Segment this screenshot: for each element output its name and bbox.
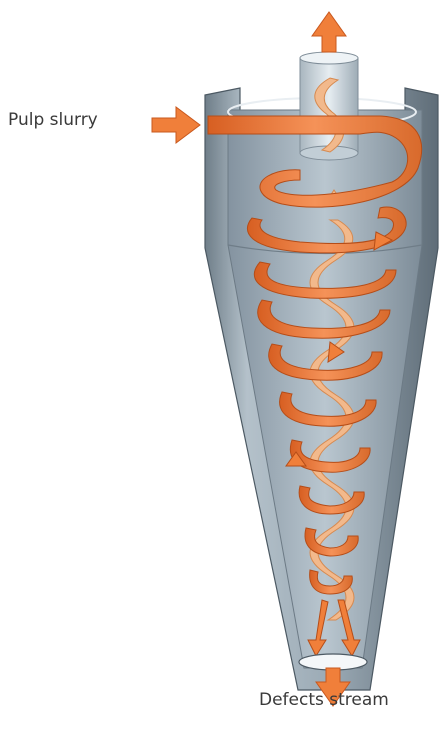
arrow-up-icon [312,12,346,52]
outlet-label: Defects stream [259,690,389,710]
arrow-right-icon [152,107,200,143]
vortex-finder [300,58,358,153]
inlet-label: Pulp slurry [8,110,98,130]
